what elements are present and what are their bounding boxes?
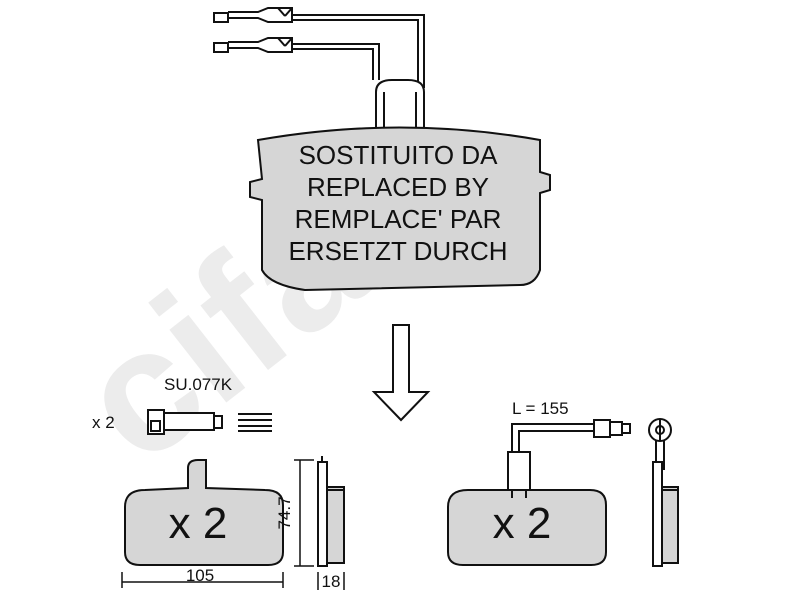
right-pad-qty: x 2 xyxy=(493,499,552,548)
sensor-kit xyxy=(147,409,272,435)
replaced-pad: SOSTITUITO DA REPLACED BY REMPLACE' PAR … xyxy=(249,126,551,292)
width-dimension: 105 xyxy=(186,566,214,585)
sensor-code-label: SU.077K xyxy=(164,375,233,394)
replaced-text-line-2: REPLACED BY xyxy=(307,172,489,202)
right-wear-sensor xyxy=(507,419,631,501)
left-sensor-qty: x 2 xyxy=(92,413,115,432)
top-wear-sensor xyxy=(213,7,425,128)
thickness-dimension: 18 xyxy=(322,572,341,591)
left-pad-side-view xyxy=(317,456,345,567)
down-arrow-icon xyxy=(371,324,431,422)
left-dimension-lines xyxy=(121,459,345,590)
height-dimension: 74.7 xyxy=(275,496,294,529)
right-pad-side-view xyxy=(648,418,679,567)
replaced-text-line-4: ERSETZT DURCH xyxy=(288,236,507,266)
left-brake-pad: x 2 xyxy=(124,459,284,566)
left-pad-qty: x 2 xyxy=(169,499,228,548)
cable-length-label: L = 155 xyxy=(512,399,569,418)
replaced-text-line-1: SOSTITUITO DA xyxy=(299,140,499,170)
replaced-text-line-3: REMPLACE' PAR xyxy=(295,204,502,234)
right-brake-pad: x 2 xyxy=(447,489,607,566)
